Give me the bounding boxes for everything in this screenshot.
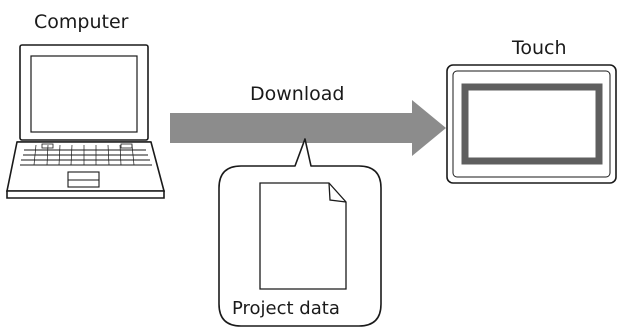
project-data-label: Project data [232,298,340,319]
download-arrow [170,100,446,156]
touch-panel-icon [446,64,617,184]
touch-label: Touch [512,37,567,59]
laptop-computer-icon [6,44,166,199]
document-icon [259,182,347,290]
computer-label: Computer [34,11,129,33]
download-label: Download [250,83,345,105]
project-data-callout [218,138,382,327]
